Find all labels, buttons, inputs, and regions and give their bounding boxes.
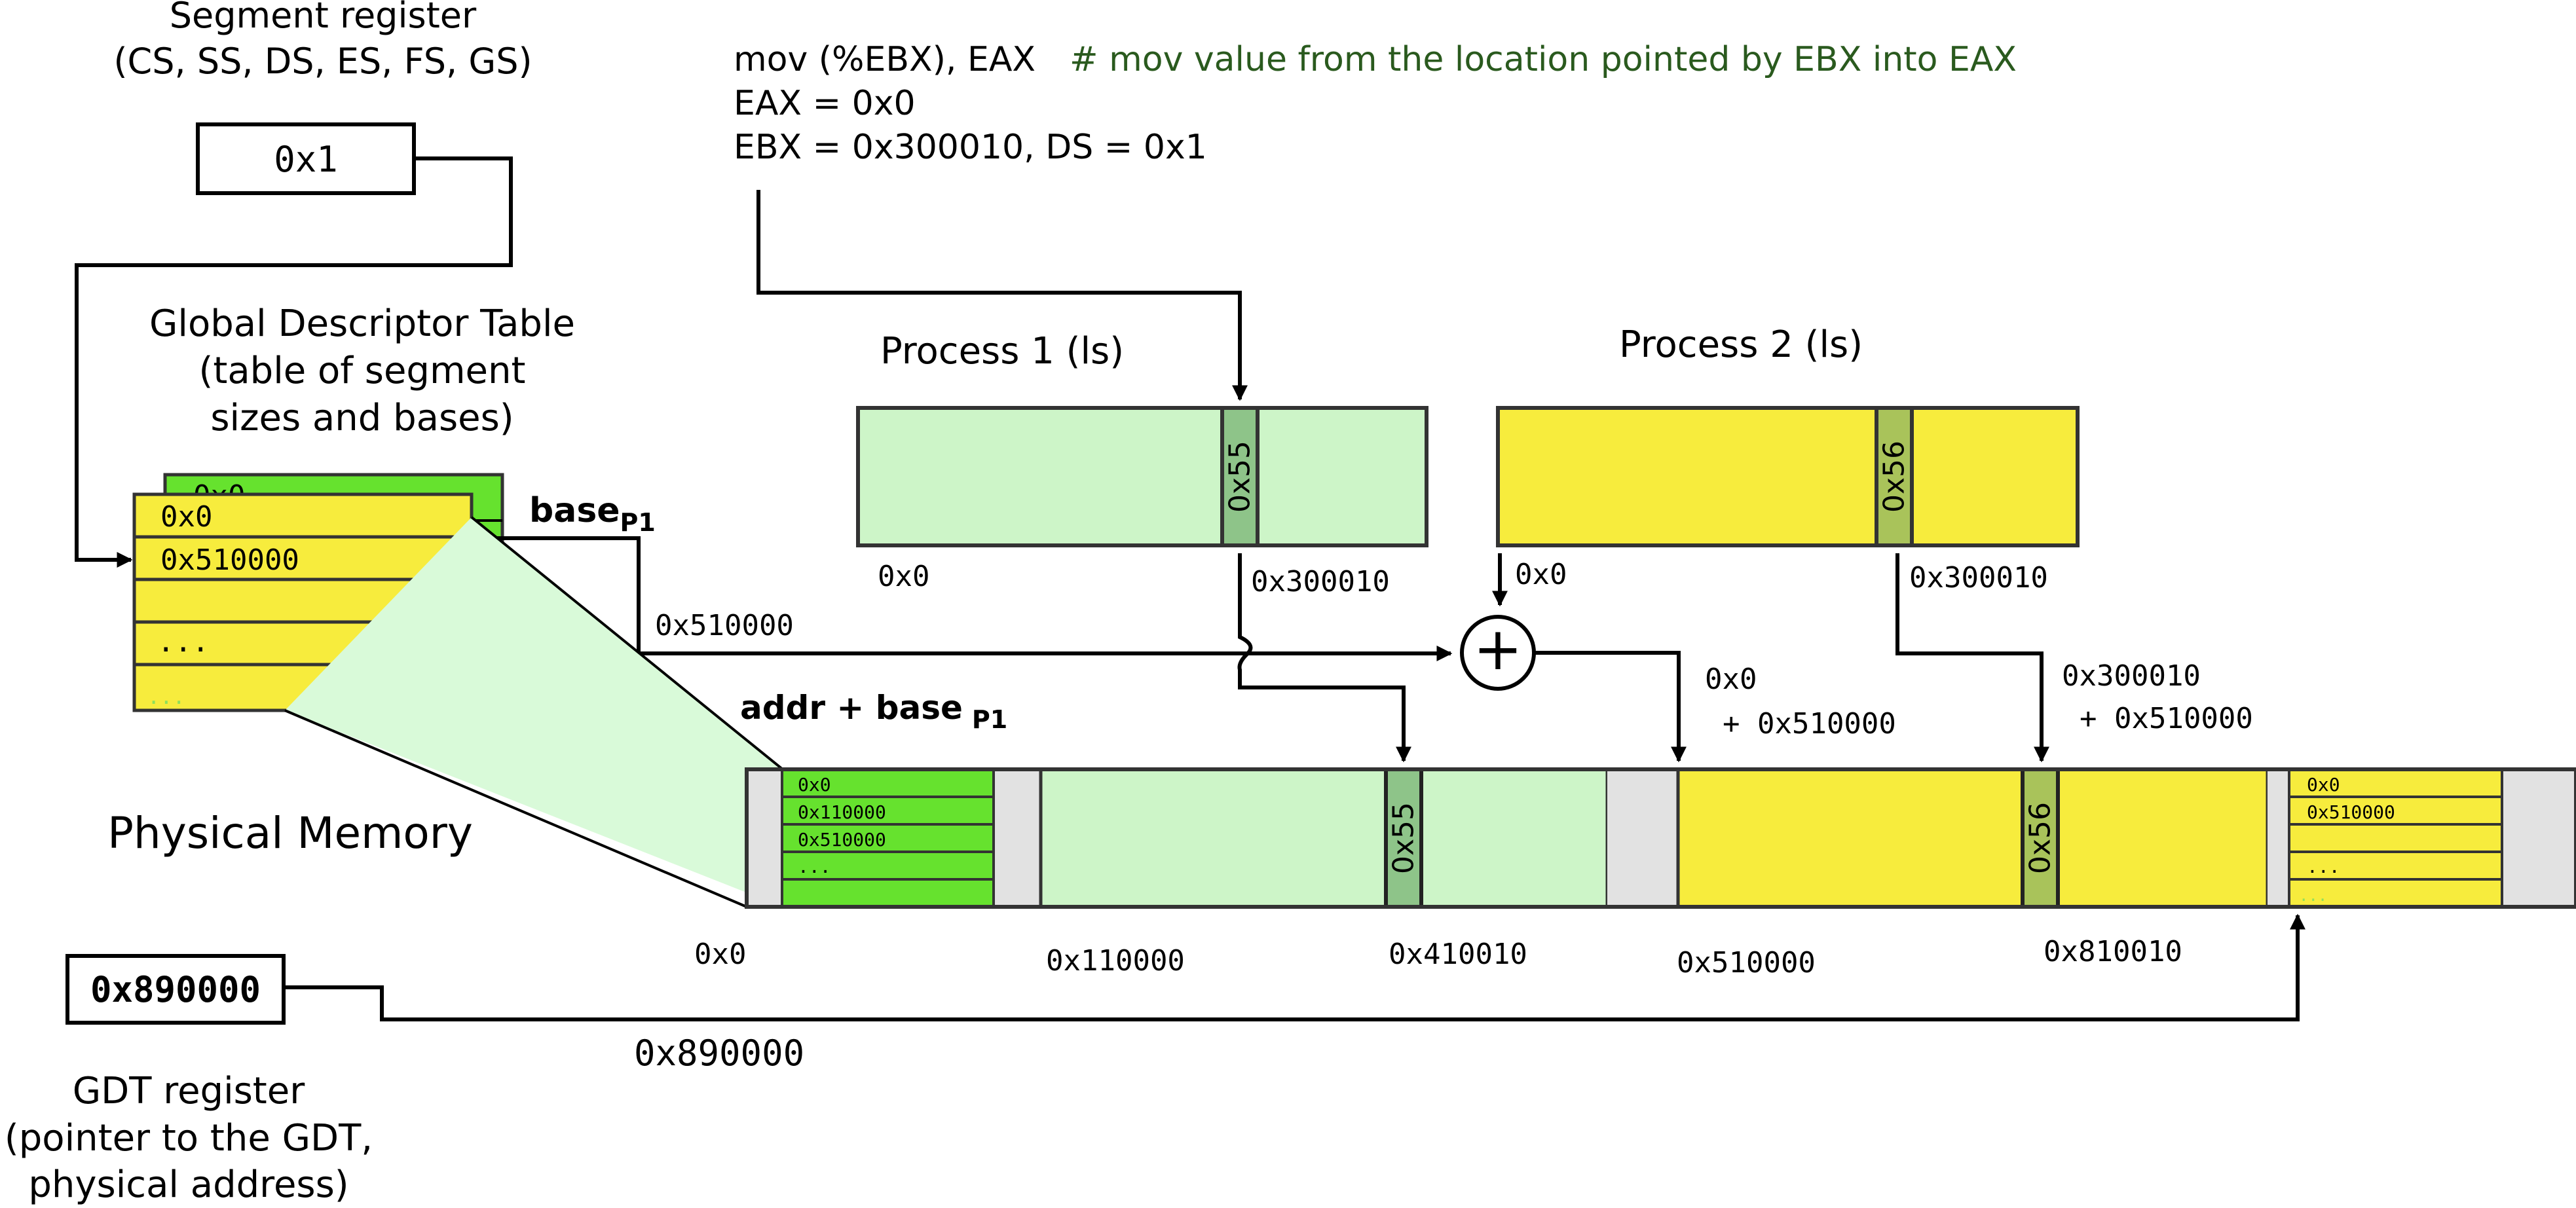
- phys-p2-gdt-entry-1: 0x510000: [2307, 801, 2395, 823]
- segment-selector-arrow: [75, 156, 513, 568]
- phys-gap-3: [2268, 769, 2289, 907]
- process1-cell-value: 0x55: [1223, 441, 1257, 513]
- gdt-register-caption-2: (pointer to the GDT,: [5, 1117, 373, 1160]
- segment-register-box: [196, 122, 416, 195]
- gdt-title-line3: sizes and bases): [210, 397, 513, 439]
- process1-start: 0x0: [878, 560, 929, 593]
- phys-addr-4: 0x810010: [2044, 935, 2182, 968]
- phys-process2: [1676, 767, 2269, 909]
- gdt-row-0: [132, 492, 474, 539]
- phys-gdt-entry-0: 0x0: [798, 774, 831, 796]
- gdt-register-arrow: [284, 913, 2305, 1021]
- process1-offset: 0x300010: [1251, 565, 1390, 598]
- process1-title: Process 1 (ls): [880, 330, 1124, 373]
- physical-memory-title: Physical Memory: [107, 808, 473, 858]
- process2-cell: [1875, 406, 1914, 547]
- phys-gap-0: [747, 769, 784, 907]
- segment-register-subtitle: (CS, SS, DS, ES, FS, GS): [113, 41, 532, 82]
- gdt-entry-4: ...: [147, 684, 185, 709]
- p2-sum-line1: 0x300010: [2062, 659, 2201, 693]
- gdt-title-line2: (table of segment: [199, 350, 526, 392]
- phys-gdt-entry-2: 0x510000: [798, 829, 886, 851]
- adder-output-arrow: [1535, 651, 1687, 763]
- p2-sum-line2: + 0x510000: [2080, 702, 2253, 735]
- phys-addr-0: 0x0: [694, 938, 746, 971]
- gdt-register-caption-1: GDT register: [73, 1070, 305, 1112]
- code-instruction: mov (%EBX), EAX# mov value from the loca…: [734, 40, 2017, 79]
- phys-gap-1: [994, 769, 1041, 907]
- p1-sum-line1: 0x0: [1705, 663, 1757, 696]
- virtual-address-arrow: [756, 190, 1248, 401]
- phys-gdt-entry-3: ...: [798, 856, 831, 877]
- phys-p2-gdt-entry-3: ...: [2307, 856, 2340, 877]
- phys-p2-gdt-entry-0: 0x0: [2307, 774, 2340, 796]
- phys-gap-2: [1607, 769, 1678, 907]
- physical-memory-strip: 0x0 0x110000 0x510000 ... 0x0 0x510000 .…: [745, 767, 2576, 909]
- phys-addr-1: 0x110000: [1046, 944, 1185, 978]
- phys-frame: [745, 767, 2576, 909]
- segment-register-title: Segment register: [170, 0, 477, 36]
- gdt-register-caption-3: physical address): [28, 1163, 348, 1206]
- code-ebx: EBX = 0x300010, DS = 0x1: [734, 128, 1207, 167]
- adder-plus: +: [1473, 615, 1522, 684]
- gdt-entry-0: 0x0: [160, 500, 212, 534]
- process1-box: [856, 406, 1428, 547]
- process1-mapping-arrow: [1237, 553, 1411, 763]
- gdt-register-value: 0x890000: [90, 969, 261, 1010]
- base-value-label: 0x510000: [655, 609, 794, 642]
- gdt-entry-1: 0x510000: [160, 543, 299, 577]
- phys-addr-2: 0x410010: [1389, 938, 1527, 971]
- phys-p2-gdt-entry-4: ...: [2299, 887, 2327, 905]
- phys-cell-2: [2021, 767, 2060, 909]
- gdt-title-line1: Global Descriptor Table: [149, 302, 575, 345]
- phys-cell-1-value: 0x55: [1387, 802, 1421, 874]
- gdt-register-box: [65, 954, 286, 1025]
- process2-start: 0x0: [1515, 558, 1567, 591]
- process2-title: Process 2 (ls): [1619, 323, 1863, 366]
- phys-cell-2-value: 0x56: [2024, 802, 2057, 874]
- phys-gdt-entry-1: 0x110000: [798, 801, 886, 823]
- code-eax: EAX = 0x0: [734, 84, 916, 123]
- phys-process1: [1039, 767, 1609, 909]
- phys-gap-4: [2502, 769, 2576, 907]
- p1-sum-line2: + 0x510000: [1723, 707, 1896, 741]
- process2-box: [1496, 406, 2080, 547]
- gdt-register-pointer: 0x890000: [634, 1033, 804, 1074]
- process2-cell-value: 0x56: [1878, 441, 1911, 513]
- gdt-zoom-fan: [285, 517, 783, 907]
- process2-offset: 0x300010: [1909, 561, 2048, 595]
- adder-circle: [1460, 615, 1536, 691]
- gdt-entry-3: ...: [157, 625, 209, 659]
- base-p1-label: baseP1: [529, 491, 656, 537]
- process2-mapping-arrow: [1895, 553, 2049, 763]
- phys-addr-3: 0x510000: [1677, 946, 1816, 979]
- base-p1-arrow: [472, 536, 1453, 661]
- segment-register-value: 0x1: [274, 139, 338, 180]
- process1-cell: [1220, 406, 1260, 547]
